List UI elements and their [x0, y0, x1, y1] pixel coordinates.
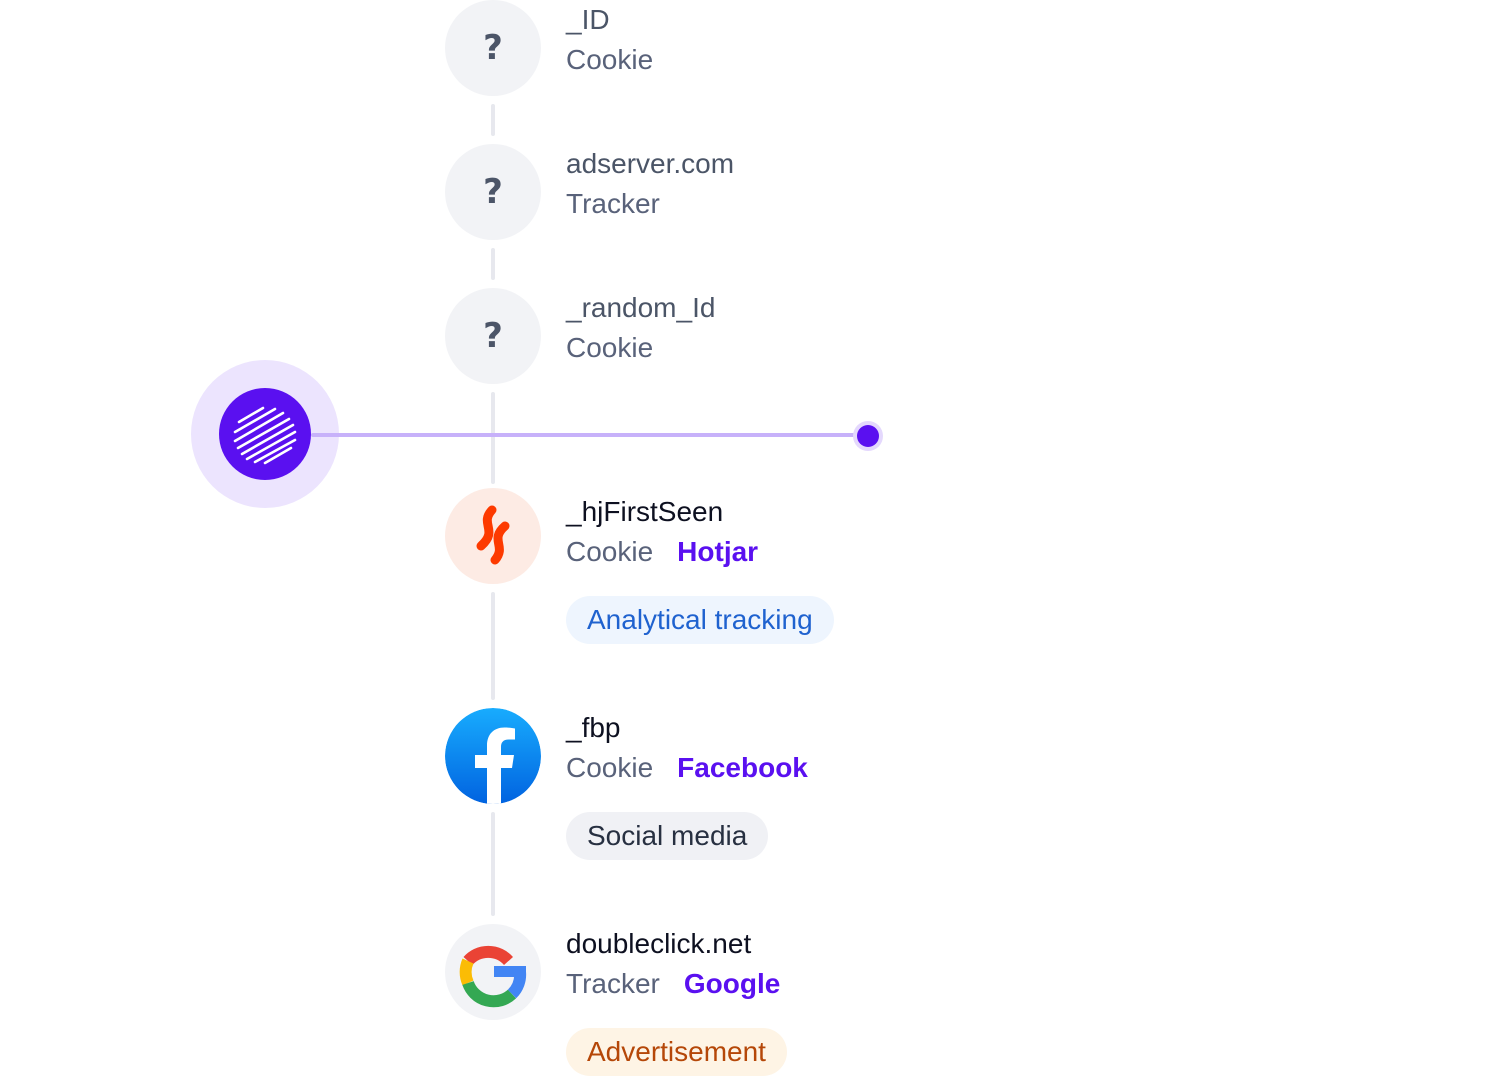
item-type-label: Cookie	[566, 332, 654, 363]
timeline-item-name: _hjFirstSeen	[566, 496, 724, 527]
timeline-item-name: doubleclick.net	[566, 928, 752, 959]
question-mark-icon: ?	[445, 144, 541, 240]
timeline-connector	[491, 592, 495, 700]
category-badge-analytical: Analytical tracking	[566, 596, 834, 644]
item-type-label: Tracker	[566, 968, 660, 999]
item-type-label: Tracker	[566, 188, 660, 219]
item-type-label: Cookie	[566, 44, 654, 75]
timeline-connector	[491, 248, 495, 280]
question-mark-glyph: ?	[483, 316, 503, 356]
scan-dot	[857, 425, 879, 447]
timeline-connector	[491, 104, 495, 136]
timeline-item-name: adserver.com	[566, 148, 735, 179]
timeline-item-name: _ID	[566, 4, 610, 35]
timeline-item-type: Cookie Hotjar	[566, 536, 758, 568]
timeline-connector	[491, 812, 495, 916]
category-badge-advertisement: Advertisement	[566, 1028, 787, 1076]
vendor-link[interactable]: Hotjar	[677, 536, 759, 567]
question-mark-icon: ?	[445, 288, 541, 384]
vendor-link[interactable]: Facebook	[677, 752, 808, 783]
hotjar-logo-icon	[445, 488, 541, 584]
timeline-item-type: Cookie	[566, 44, 653, 76]
timeline-item-type: Tracker Google	[566, 968, 780, 1000]
timeline-item-name: _random_Id	[566, 292, 716, 323]
timeline-item-type: Cookie Facebook	[566, 752, 808, 784]
question-mark-glyph: ?	[483, 28, 503, 68]
timeline-item-type: Tracker	[566, 188, 660, 220]
item-type-label: Cookie	[566, 752, 654, 783]
category-badge-social: Social media	[566, 812, 769, 860]
scanner-logo-icon	[219, 388, 311, 480]
google-logo-icon	[445, 924, 541, 1020]
vendor-link[interactable]: Google	[683, 968, 781, 999]
timeline-item-name: _fbp	[566, 712, 621, 743]
question-mark-icon: ?	[445, 0, 541, 96]
timeline-connector	[491, 392, 495, 484]
scan-line	[311, 433, 868, 437]
question-mark-glyph: ?	[483, 172, 503, 212]
facebook-logo-icon	[445, 708, 541, 804]
timeline-item-type: Cookie	[566, 332, 653, 364]
item-type-label: Cookie	[566, 536, 654, 567]
